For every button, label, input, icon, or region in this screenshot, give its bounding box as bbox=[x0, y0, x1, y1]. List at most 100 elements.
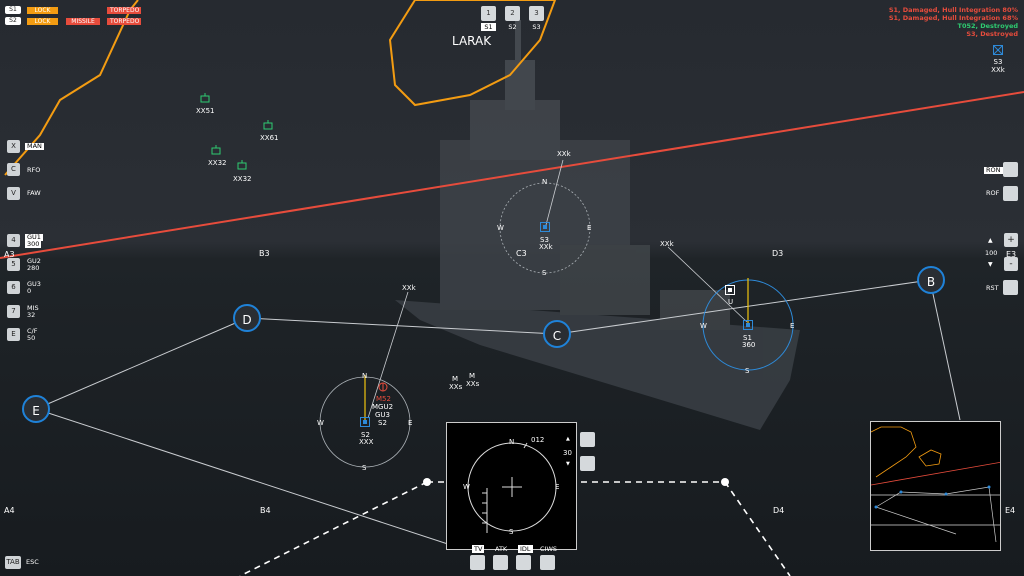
zoom-in-button[interactable]: + bbox=[1004, 233, 1018, 247]
mode-atk-button[interactable] bbox=[493, 555, 508, 570]
mode-idl[interactable]: IDL bbox=[518, 545, 533, 553]
esc-label: ESC bbox=[26, 558, 39, 566]
key-7-button[interactable]: 7 bbox=[7, 305, 20, 318]
rst-button[interactable] bbox=[1003, 280, 1018, 295]
gu1-label: GU1 bbox=[25, 233, 43, 241]
unit-label-line: S2 bbox=[378, 419, 387, 427]
radar-speed: 30 bbox=[563, 449, 572, 457]
contact-label: XX32 bbox=[208, 159, 227, 167]
island-outline bbox=[388, 0, 557, 107]
ship-s1-key[interactable]: S1 bbox=[5, 6, 21, 14]
warship-silhouette bbox=[395, 20, 800, 430]
mode-tv-button[interactable] bbox=[470, 555, 485, 570]
missile-marker[interactable]: M bbox=[452, 375, 459, 383]
unit-label-line: MGU2 bbox=[372, 403, 394, 411]
grid-label-e3: E3 bbox=[1006, 250, 1017, 259]
mode-ciws[interactable]: CIWS bbox=[540, 545, 558, 553]
waypoint-route bbox=[35, 279, 961, 549]
ship-select-3-button[interactable]: 3 bbox=[529, 6, 544, 21]
compass-n: N bbox=[362, 372, 368, 380]
contact-label: XX32 bbox=[233, 175, 252, 183]
key-4-button[interactable]: 4 bbox=[7, 234, 20, 247]
target-marker-icon[interactable] bbox=[725, 285, 735, 295]
ron-button[interactable] bbox=[1003, 162, 1018, 177]
lock-status-s1: LOCK bbox=[27, 7, 58, 14]
tab-key-button[interactable]: TAB bbox=[5, 556, 21, 569]
ship-select-1-button[interactable]: 1 bbox=[481, 6, 496, 21]
key-e-button[interactable]: E bbox=[7, 328, 20, 341]
zoom-level: 100 bbox=[985, 249, 998, 257]
unit-name: S2 bbox=[361, 431, 370, 439]
waypoint-c[interactable]: C bbox=[543, 320, 571, 348]
grid-label-a3: A3 bbox=[4, 250, 15, 259]
missile-marker-sub: XXs bbox=[466, 380, 480, 388]
key-c-button[interactable]: C bbox=[7, 163, 20, 176]
contact-icon[interactable] bbox=[211, 145, 221, 155]
radar-side-button[interactable] bbox=[580, 456, 595, 471]
missile-target-icon[interactable] bbox=[378, 382, 388, 392]
ship-s2-key[interactable]: S2 bbox=[5, 17, 21, 25]
status-log-entry: S1, Damaged, Hull Integration 80% bbox=[888, 6, 1018, 14]
zoom-up-icon: ▲ bbox=[988, 237, 993, 244]
contact-icon[interactable] bbox=[237, 160, 247, 170]
speed-down-icon[interactable]: ▼ bbox=[566, 461, 570, 467]
mode-idl-button[interactable] bbox=[516, 555, 531, 570]
key-v-button[interactable]: V bbox=[7, 187, 20, 200]
radar-compass-w: W bbox=[463, 483, 470, 491]
gu2-value: 280 bbox=[27, 264, 40, 272]
route-point[interactable] bbox=[721, 478, 729, 486]
route-point[interactable] bbox=[423, 478, 431, 486]
unit-sub: XXX bbox=[359, 438, 374, 446]
mis-value: 32 bbox=[27, 311, 36, 319]
cf-label: C/F bbox=[27, 327, 38, 335]
compass-s: S bbox=[542, 269, 547, 277]
key-x-button[interactable]: X bbox=[7, 140, 20, 153]
unit-sub: 360 bbox=[742, 341, 756, 349]
radar-compass-s: S bbox=[509, 528, 514, 536]
target-marker-label: U bbox=[728, 298, 734, 306]
compass-w: W bbox=[700, 322, 707, 330]
contact-icon[interactable] bbox=[200, 93, 210, 103]
gu2-label: GU2 bbox=[27, 257, 41, 265]
missile-marker[interactable]: M bbox=[469, 372, 476, 380]
mode-tv[interactable]: TV bbox=[472, 545, 485, 553]
ship-icon-s3[interactable] bbox=[540, 222, 550, 232]
compass-s: S bbox=[362, 464, 367, 472]
speed-up-icon[interactable]: ▲ bbox=[566, 436, 570, 442]
radar-side-button[interactable] bbox=[580, 432, 595, 447]
contact-icon[interactable] bbox=[263, 120, 273, 130]
key-6-button[interactable]: 6 bbox=[7, 281, 20, 294]
ship-icon-s1[interactable] bbox=[743, 320, 753, 330]
callout-lines bbox=[367, 159, 748, 419]
rof-label: ROF bbox=[986, 189, 1000, 197]
unit-callout: XXk bbox=[557, 150, 571, 158]
unit-label-line: M52 bbox=[376, 395, 391, 403]
unit-callout: XXk bbox=[402, 284, 416, 292]
compass-w: W bbox=[497, 224, 504, 232]
torpedo-status-s1: TORPEDO bbox=[107, 7, 141, 14]
waypoint-d[interactable]: D bbox=[233, 304, 261, 332]
status-log-entry: T052, Destroyed bbox=[957, 22, 1018, 30]
faw-label: FAW bbox=[27, 189, 41, 197]
zoom-out-button[interactable]: - bbox=[1004, 257, 1018, 271]
ship-select-2-button[interactable]: 2 bbox=[505, 6, 520, 21]
range-ring-s3 bbox=[499, 182, 591, 274]
grid-label-b3: B3 bbox=[259, 249, 270, 258]
mode-atk[interactable]: ATK bbox=[495, 545, 508, 553]
torpedo-status-s2: TORPEDO bbox=[107, 18, 141, 25]
unit-name: S3 bbox=[993, 58, 1003, 66]
compass-n: N bbox=[542, 178, 548, 186]
waypoint-e[interactable]: E bbox=[22, 395, 50, 423]
rof-button[interactable] bbox=[1003, 186, 1018, 201]
compass-e: E bbox=[790, 322, 795, 330]
radar-panel[interactable]: N W E S 012 ▲ 30 ▼ bbox=[446, 422, 577, 550]
waypoint-b[interactable]: B bbox=[917, 266, 945, 294]
gu3-value: 0 bbox=[27, 287, 32, 295]
destroyed-unit-icon[interactable] bbox=[993, 45, 1003, 55]
minimap[interactable] bbox=[870, 421, 1001, 551]
status-log-entry: S3, Destroyed bbox=[966, 30, 1018, 38]
ship-icon-s2[interactable] bbox=[360, 417, 370, 427]
mode-ciws-button[interactable] bbox=[540, 555, 555, 570]
status-log-entry: S1, Damaged, Hull Integration 68% bbox=[888, 14, 1018, 22]
key-5-button[interactable]: 5 bbox=[7, 258, 20, 271]
